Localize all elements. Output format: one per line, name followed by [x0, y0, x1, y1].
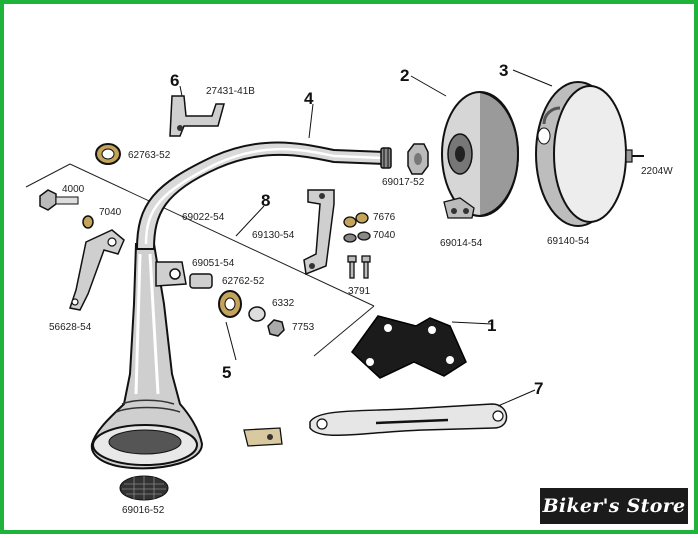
plate-part-1 — [351, 315, 467, 379]
callout-8: 8 — [261, 191, 270, 210]
tube-bracket — [155, 261, 187, 287]
nuts-7676 — [343, 212, 369, 228]
exploded-parts-diagram: 1 2 3 4 5 6 7 8 27431-41B 62763-52 4000 … — [25, 61, 673, 516]
bracket-69130 — [303, 189, 335, 276]
part-label: 69016-52 — [122, 505, 165, 516]
part-label: 69017-52 — [382, 177, 425, 188]
watermark-text: Biker's Store — [542, 495, 686, 517]
washer-7040-left — [82, 215, 94, 229]
part-label: 2204W — [641, 166, 673, 177]
bracket-56628 — [69, 229, 125, 311]
nut-7753 — [267, 319, 285, 337]
callout-numbers: 1 2 3 4 5 6 7 8 — [170, 61, 543, 398]
horn-trumpet — [90, 243, 204, 470]
horn-motor — [441, 91, 520, 219]
horn-screen-mesh — [122, 476, 166, 500]
part-label: 62763-52 — [128, 150, 171, 161]
part-label: 7753 — [292, 322, 315, 333]
part-number-labels: 27431-41B 62763-52 4000 7040 56628-54 69… — [49, 86, 673, 516]
part-label: 69140-54 — [547, 236, 590, 247]
part-label: 56628-54 — [49, 322, 92, 333]
part-label: 3791 — [348, 286, 371, 297]
callout-3: 3 — [499, 61, 508, 80]
part-label: 69051-54 — [192, 258, 235, 269]
bracket-27431 — [169, 95, 225, 137]
part-label: 69014-54 — [440, 238, 483, 249]
washers-7040 — [343, 231, 371, 243]
screws-3791 — [347, 255, 371, 279]
callout-2: 2 — [400, 66, 409, 85]
part-label: 7040 — [99, 207, 122, 218]
leader-lines — [179, 69, 553, 407]
callout-1: 1 — [487, 316, 496, 335]
part-label: 27431-41B — [206, 86, 255, 97]
horn-cover — [535, 81, 627, 227]
callout-6: 6 — [170, 71, 179, 90]
bolt-4000 — [39, 189, 79, 211]
part-label: 4000 — [62, 184, 85, 195]
callout-7: 7 — [534, 379, 543, 398]
callout-5: 5 — [222, 363, 231, 382]
part-label: 69022-54 — [182, 212, 225, 223]
part-label: 6332 — [272, 298, 295, 309]
part-label: 7040 — [373, 230, 396, 241]
horn-tube — [135, 141, 392, 250]
part-label: 7676 — [373, 212, 396, 223]
strap-part-7 — [309, 403, 508, 437]
divider-lines — [25, 163, 375, 357]
part-label: 69130-54 — [252, 230, 295, 241]
washer-6332 — [248, 306, 266, 322]
callout-4: 4 — [304, 89, 314, 108]
screw-2204w — [625, 149, 644, 163]
small-clip — [243, 427, 283, 447]
spacer-62762 — [189, 273, 213, 289]
part-label: 62762-52 — [222, 276, 265, 287]
watermark-badge: Biker's Store — [540, 488, 688, 524]
